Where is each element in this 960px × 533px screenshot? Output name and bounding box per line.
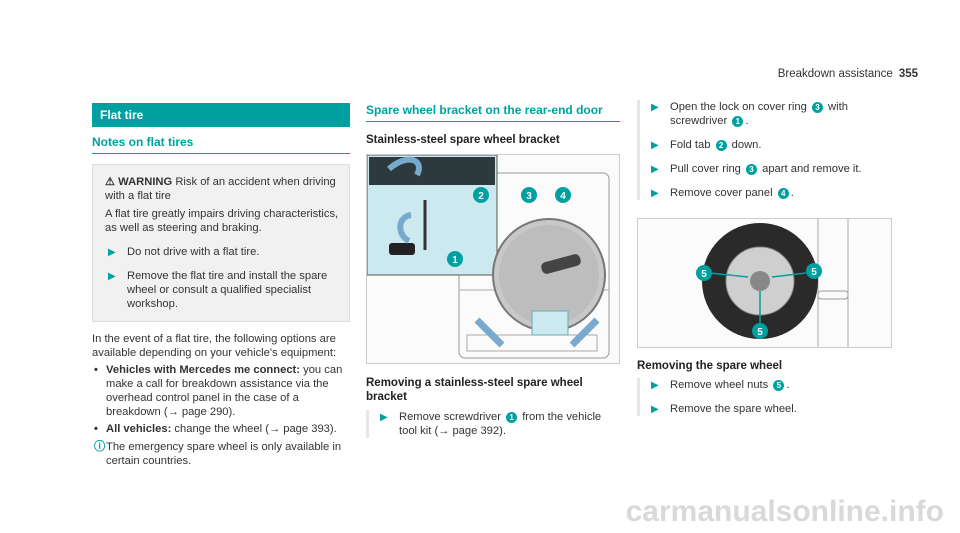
svg-text:2: 2 [478,191,484,202]
svg-text:5: 5 [701,269,707,280]
cover-steps: ▶Open the lock on cover ring 3 with scre… [637,100,892,200]
wheel-steps: ▶Remove wheel nuts 5. ▶Remove the spare … [637,378,892,416]
image-title: Stainless-steel spare wheel bracket [366,134,560,146]
step-item: ▶Fold tab 2 down. [651,139,762,151]
step-item: ▶Remove screwdriver 1 from the vehicle t… [380,411,602,437]
column-spare-wheel: ▶Open the lock on cover ring 3 with scre… [637,100,892,416]
step-arrow-icon: ▶ [651,188,659,199]
step-item: ▶Remove cover panel 4. [651,187,794,199]
callout-3: 3 [521,187,537,203]
step-arrow-icon: ▶ [108,247,116,258]
page-header: Breakdown assistance 355 [778,68,918,80]
bracket-illustration: 1 2 3 4 [366,154,620,364]
list-item: •All vehicles: change the wheel (→ page … [94,423,337,435]
warning-icon: ⚠ [105,176,116,188]
wheel-illustration: 5 5 5 [637,218,892,348]
step-item: ▶Remove wheel nuts 5. [651,379,790,391]
step-arrow-icon: ▶ [380,412,388,423]
warning-box: ⚠ WARNING Risk of an accident when drivi… [92,164,350,322]
warning-text: Risk of an accident when driving with a … [105,176,336,202]
svg-text:3: 3 [526,191,532,202]
bracket-caption: Removing a stainless-steel spare wheel b… [366,377,583,403]
step-arrow-icon: ▶ [651,140,659,151]
callout-5a: 5 [696,265,712,281]
callout-5b: 5 [806,263,822,279]
callout-1: 1 [447,251,463,267]
bracket-steps: ▶Remove screwdriver 1 from the vehicle t… [366,410,620,438]
callout-5c: 5 [752,323,768,339]
watermark: carmanualsonline.info [625,495,944,528]
page-number: 355 [898,68,918,80]
wheel-diagram: 5 5 5 [638,219,891,347]
svg-text:4: 4 [560,191,566,202]
step-arrow-icon: ▶ [651,380,659,391]
column-spare-bracket: Spare wheel bracket on the rear-end door… [366,103,620,438]
section-bar: Flat tire [92,103,350,127]
warning-step: ▶Do not drive with a flat tire. [108,246,260,258]
step-arrow-icon: ▶ [651,164,659,175]
step-arrow-icon: ▶ [651,102,659,113]
step-arrow-icon: ▶ [651,404,659,415]
list-item: •Vehicles with Mercedes me connect: you … [94,364,343,418]
column-flat-tire: Flat tire Notes on flat tires ⚠ WARNING … [92,103,350,468]
svg-text:5: 5 [757,327,763,338]
info-icon: ⓘ [94,441,106,453]
callout-4: 4 [555,187,571,203]
step-item: ▶Pull cover ring 3 apart and remove it. [651,163,862,175]
step-arrow-icon: ▶ [108,271,116,282]
section-title: Breakdown assistance [777,68,893,80]
svg-text:1: 1 [452,255,458,266]
callout-2: 2 [473,187,489,203]
svg-text:5: 5 [811,267,817,278]
warning-label: WARNING [118,176,173,188]
warning-body: A flat tire greatly impairs driving char… [105,208,339,234]
subheading-bracket: Spare wheel bracket on the rear-end door [366,103,620,122]
warning-step: ▶Remove the flat tire and install the sp… [108,270,328,310]
step-item: ▶Remove the spare wheel. [651,403,797,415]
bracket-diagram: 1 2 3 4 [367,155,619,363]
step-item: ▶Open the lock on cover ring 3 with scre… [651,101,848,127]
subheading-notes: Notes on flat tires [92,135,350,154]
wheel-caption: Removing the spare wheel [637,360,783,372]
intro-text: In the event of a flat tire, the followi… [92,333,337,359]
